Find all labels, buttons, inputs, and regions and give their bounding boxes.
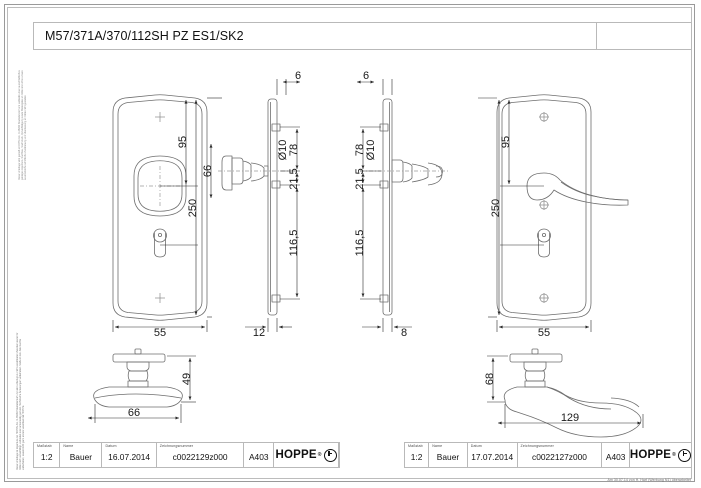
dim-v2-215: 21,5	[288, 168, 300, 189]
revision-footnote: Am 30.07.14 von H. Harf (Werbung N1) übe…	[607, 478, 691, 482]
date-cell-right: Datum 17.07.2014	[468, 443, 518, 467]
hoppe-logo-left: HOPPE®	[275, 448, 337, 462]
dim-v1-250: 250	[187, 199, 199, 217]
hoppe-emblem-icon-right	[678, 448, 691, 462]
dim-v3-1165: 116,5	[354, 230, 366, 257]
drawing-number-label-left: Zeichnungsnummer	[159, 444, 194, 448]
detail-lever	[503, 348, 642, 438]
scale-label-right: Maßstab	[408, 444, 423, 448]
dim-detail-lever-68: 68	[484, 373, 496, 385]
page-title: M57/371A/370/112SH PZ ES1/SK2	[45, 29, 244, 43]
brand-logo-left: HOPPE®	[274, 443, 339, 467]
name-value-right: Bauer	[436, 452, 460, 462]
dim-v1-55: 55	[154, 327, 166, 339]
drawing-number-value-right: c0022127z000	[532, 452, 587, 462]
format-code-value-right: A403	[605, 452, 626, 462]
dims-view-1	[112, 97, 222, 332]
scale-cell-right: Maßstab 1:2	[405, 443, 430, 467]
view-lever-side	[360, 98, 448, 316]
brand-logo-right: HOPPE®	[630, 443, 691, 467]
scale-cell-left: Maßstab 1:2	[34, 443, 61, 467]
format-code-value-left: A403	[248, 452, 269, 462]
dim-detail-knob-66: 66	[128, 407, 140, 419]
dim-v4-55: 55	[538, 327, 550, 339]
title-block-left: Maßstab 1:2 Name Bauer Datum 16.07.2014 …	[33, 442, 340, 468]
dim-v4-250: 250	[490, 199, 502, 217]
dims-view-3	[357, 79, 412, 332]
name-value-left: Bauer	[69, 452, 93, 462]
brand-registered-mark-right: ®	[672, 452, 676, 458]
dim-v2-12: 12	[253, 327, 265, 339]
date-label-right: Datum	[470, 444, 482, 448]
drawing-number-value-left: c0022129z000	[172, 452, 228, 462]
hoppe-logo-right: HOPPE®	[629, 448, 691, 462]
format-code-cell-left: A403	[244, 443, 275, 467]
title-block-right: Maßstab 1:2 Name Bauer Datum 17.07.2014 …	[404, 442, 692, 468]
name-cell-left: Name Bauer	[60, 443, 103, 467]
name-cell-right: Name Bauer	[429, 443, 468, 467]
dim-v2-6: 6	[295, 70, 301, 82]
dim-v3-6: 6	[363, 70, 369, 82]
scale-value-right: 1:2	[410, 452, 423, 462]
dim-v2-78: 78	[288, 144, 300, 156]
detail-knob	[93, 348, 183, 408]
scale-value-left: 1:2	[40, 452, 53, 462]
brand-text-left: HOPPE	[275, 449, 317, 461]
dims-view-2	[209, 79, 300, 332]
dim-v4-95: 95	[500, 136, 512, 148]
drawing-number-label-right: Zeichnungsnummer	[520, 444, 554, 448]
date-cell-left: Datum 16.07.2014	[102, 443, 157, 467]
dim-v1-95: 95	[177, 136, 189, 148]
title-cell: M57/371A/370/112SH PZ ES1/SK2	[34, 23, 597, 49]
dimension-labels: 95 250 55 66 6 Ø10 78 21,5 116,5 12 6 Ø1…	[128, 70, 579, 424]
date-value-left: 16.07.2014	[108, 452, 151, 462]
view-lever-plate-front	[496, 94, 629, 321]
brand-text-right: HOPPE	[629, 449, 672, 461]
view-knob-side	[218, 98, 290, 316]
dims-detail-lever	[487, 355, 644, 428]
dim-v3-215: 21,5	[354, 168, 366, 189]
view-knob-plate-front	[112, 94, 208, 321]
drawing-number-cell-right: Zeichnungsnummer c0022127z000	[518, 443, 603, 467]
dim-detail-lever-129: 129	[561, 412, 579, 424]
dim-v3-8: 8	[401, 327, 407, 339]
dims-detail-knob	[88, 355, 196, 423]
hoppe-emblem-icon-left	[323, 448, 337, 462]
dim-v2-d10: Ø10	[277, 140, 289, 161]
dims-view-4	[478, 97, 592, 332]
drawing-number-cell-left: Zeichnungsnummer c0022129z000	[157, 443, 245, 467]
dim-v2-1165: 116,5	[288, 230, 300, 257]
dim-detail-knob-49: 49	[181, 373, 193, 385]
sheet-border-inner	[7, 7, 692, 479]
dim-v3-d10: Ø10	[365, 140, 377, 161]
title-bar: M57/371A/370/112SH PZ ES1/SK2	[33, 22, 692, 50]
date-label-left: Datum	[105, 444, 117, 448]
name-label-right: Name	[432, 444, 443, 448]
format-code-cell-right: A403	[602, 443, 630, 467]
dim-v3-78: 78	[354, 144, 366, 156]
dim-v2-66: 66	[202, 165, 214, 177]
brand-registered-mark-left: ®	[317, 452, 322, 458]
scale-label-left: Maßstab	[37, 444, 52, 448]
sheet-border-outer	[4, 4, 695, 482]
date-value-right: 17.07.2014	[471, 452, 514, 462]
name-label-left: Name	[63, 444, 74, 448]
